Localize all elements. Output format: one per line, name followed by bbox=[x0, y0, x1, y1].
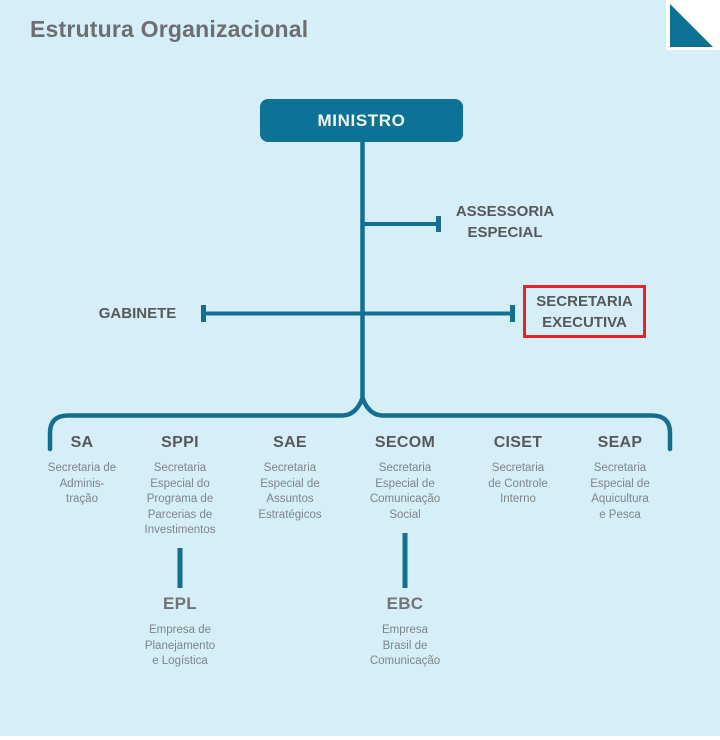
node-ministro-label: MINISTRO bbox=[317, 110, 406, 130]
node-sae-acronym: SAE bbox=[273, 434, 307, 451]
node-ciset-acronym: CISET bbox=[493, 434, 543, 451]
node-sa-name: Secretaria de Adminis- tração bbox=[47, 462, 117, 505]
node-sppi-acronym: SPPI bbox=[161, 434, 199, 451]
node-sppi-name: Secretaria Especial do Programa de Parce… bbox=[144, 462, 216, 536]
node-secretaria-executiva-label: SECRETARIA EXECUTIVA bbox=[536, 292, 633, 331]
node-sa: SA Secretaria de Adminis- tração bbox=[27, 434, 137, 508]
node-seap: SEAP Secretaria Especial de Aquicultura … bbox=[565, 434, 675, 523]
node-sae-name: Secretaria Especial de Assuntos Estratég… bbox=[258, 462, 322, 521]
node-epl-name: Empresa de Planejamento e Logística bbox=[144, 624, 216, 667]
node-ministro: MINISTRO bbox=[260, 99, 463, 142]
node-ciset: CISET Secretaria de Controle Interno bbox=[463, 434, 573, 508]
folded-corner bbox=[666, 0, 720, 50]
node-secom: SECOM Secretaria Especial de Comunicação… bbox=[350, 434, 460, 523]
node-epl-acronym: EPL bbox=[163, 594, 197, 613]
node-seap-name: Secretaria Especial de Aquicultura e Pes… bbox=[590, 462, 650, 521]
node-ebc: EBC Empresa Brasil de Comunicação bbox=[335, 594, 475, 670]
node-secom-name: Secretaria Especial de Comunicação Socia… bbox=[369, 462, 441, 521]
node-sa-acronym: SA bbox=[70, 434, 94, 451]
bottom-edge-strip bbox=[0, 736, 720, 740]
node-secom-acronym: SECOM bbox=[374, 434, 436, 451]
node-epl: EPL Empresa de Planejamento e Logística bbox=[110, 594, 250, 670]
node-ciset-name: Secretaria de Controle Interno bbox=[488, 462, 548, 505]
node-ebc-acronym: EBC bbox=[386, 594, 424, 613]
node-gabinete: GABINETE bbox=[98, 305, 177, 322]
page-title: Estrutura Organizacional bbox=[30, 16, 309, 42]
node-assessoria-especial: ASSESSORIA ESPECIAL bbox=[455, 203, 555, 241]
node-secretaria-executiva-highlighted: SECRETARIA EXECUTIVA bbox=[523, 285, 646, 338]
node-ebc-name: Empresa Brasil de Comunicação bbox=[369, 624, 441, 667]
connector-department-bracket bbox=[47, 391, 673, 452]
node-sae: SAE Secretaria Especial de Assuntos Estr… bbox=[235, 434, 345, 523]
node-seap-acronym: SEAP bbox=[597, 434, 643, 451]
node-sppi: SPPI Secretaria Especial do Programa de … bbox=[125, 434, 235, 539]
